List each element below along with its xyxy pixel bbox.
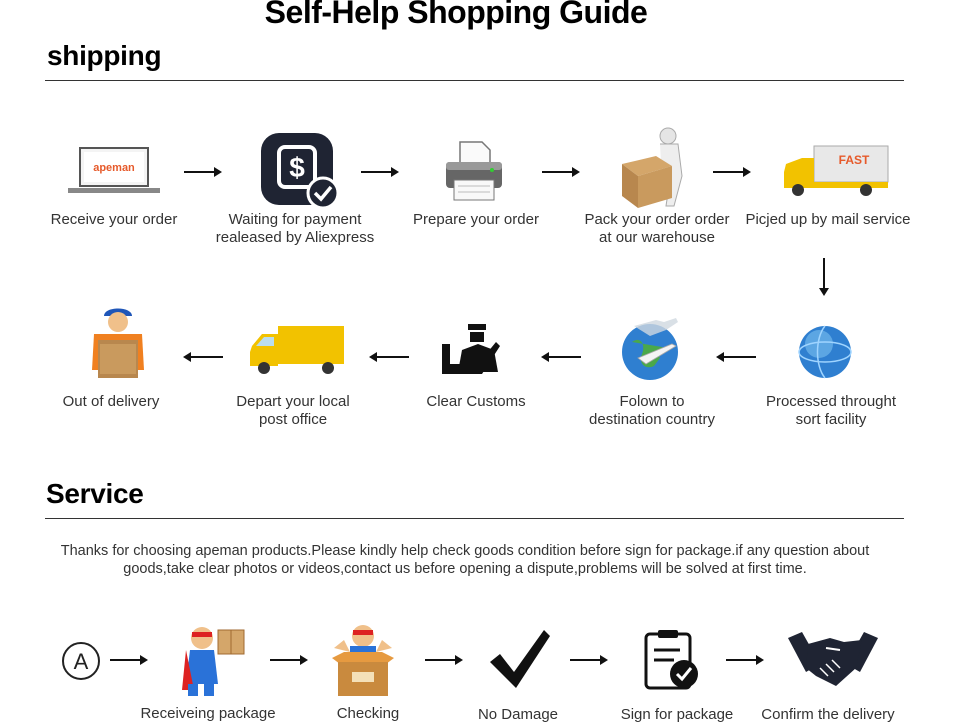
worker-box-icon bbox=[622, 127, 683, 208]
computer-monitor-icon: apeman bbox=[68, 147, 160, 193]
svg-text:$: $ bbox=[289, 152, 305, 183]
service-label-receiving: Receiveing package bbox=[140, 705, 276, 722]
shipping-heading: shipping bbox=[47, 40, 162, 71]
service-divider bbox=[45, 518, 904, 519]
arrow-right-icon bbox=[425, 655, 463, 665]
fast-truck-icon: FAST bbox=[784, 145, 889, 196]
superhero-package-icon bbox=[182, 627, 245, 696]
apeman-logo: apeman bbox=[93, 162, 135, 174]
step-label-prepare-order: Prepare your order bbox=[413, 211, 539, 228]
arrow-right-icon bbox=[713, 167, 751, 177]
arrow-left-icon bbox=[541, 352, 581, 362]
svg-text:A: A bbox=[74, 649, 89, 674]
arrow-right-icon bbox=[270, 655, 308, 665]
service-label-confirm: Confirm the delivery bbox=[761, 706, 895, 723]
printer-icon bbox=[446, 141, 502, 201]
truck-fast-label: FAST bbox=[839, 153, 870, 167]
checkmark-icon bbox=[490, 630, 550, 688]
globe-icon bbox=[798, 325, 852, 379]
arrow-right-icon bbox=[542, 167, 580, 177]
globe-airplane-icon bbox=[622, 318, 678, 380]
step-label-flown: Folown to destination country bbox=[589, 393, 715, 428]
step-label-picked-up: Picjed up by mail service bbox=[745, 211, 911, 228]
customs-officer-icon bbox=[442, 324, 500, 374]
step-label-waiting-payment: Waiting for payment realeased by Aliexpr… bbox=[215, 211, 375, 246]
step-label-receive-order: Receive your order bbox=[50, 211, 178, 228]
arrow-right-icon bbox=[110, 655, 148, 665]
service-label-no-damage: No Damage bbox=[477, 706, 559, 723]
superhero-open-box-icon bbox=[332, 625, 394, 696]
payment-check-icon: $ bbox=[261, 133, 340, 209]
courier-package-icon bbox=[92, 308, 144, 378]
step-label-pack-order: Pack your order order at our warehouse bbox=[584, 211, 730, 246]
service-heading: Service bbox=[46, 478, 144, 509]
service-description: Thanks for choosing apeman products.Plea… bbox=[60, 543, 870, 577]
arrow-right-icon bbox=[361, 167, 399, 177]
service-label-checking: Checking bbox=[336, 705, 400, 722]
step-label-processed: Processed throught sort facility bbox=[765, 393, 897, 428]
delivery-truck-icon bbox=[250, 326, 344, 374]
service-label-sign: Sign for package bbox=[620, 706, 734, 723]
arrow-left-icon bbox=[369, 352, 409, 362]
clipboard-check-icon bbox=[644, 630, 698, 690]
arrow-right-icon bbox=[726, 655, 764, 665]
arrow-left-icon bbox=[716, 352, 756, 362]
step-label-out-of-delivery: Out of delivery bbox=[62, 393, 160, 410]
step-label-depart-post-office: Depart your local post office bbox=[236, 393, 350, 428]
arrow-down-icon bbox=[819, 258, 829, 296]
arrow-left-icon bbox=[183, 352, 223, 362]
arrow-right-icon bbox=[184, 167, 222, 177]
arrow-right-icon bbox=[570, 655, 608, 665]
handshake-icon bbox=[788, 632, 878, 686]
step-label-clear-customs: Clear Customs bbox=[426, 393, 526, 410]
shipping-divider bbox=[45, 80, 904, 81]
circle-a-icon: A bbox=[62, 642, 100, 680]
page-title: Self-Help Shopping Guide bbox=[264, 0, 648, 30]
